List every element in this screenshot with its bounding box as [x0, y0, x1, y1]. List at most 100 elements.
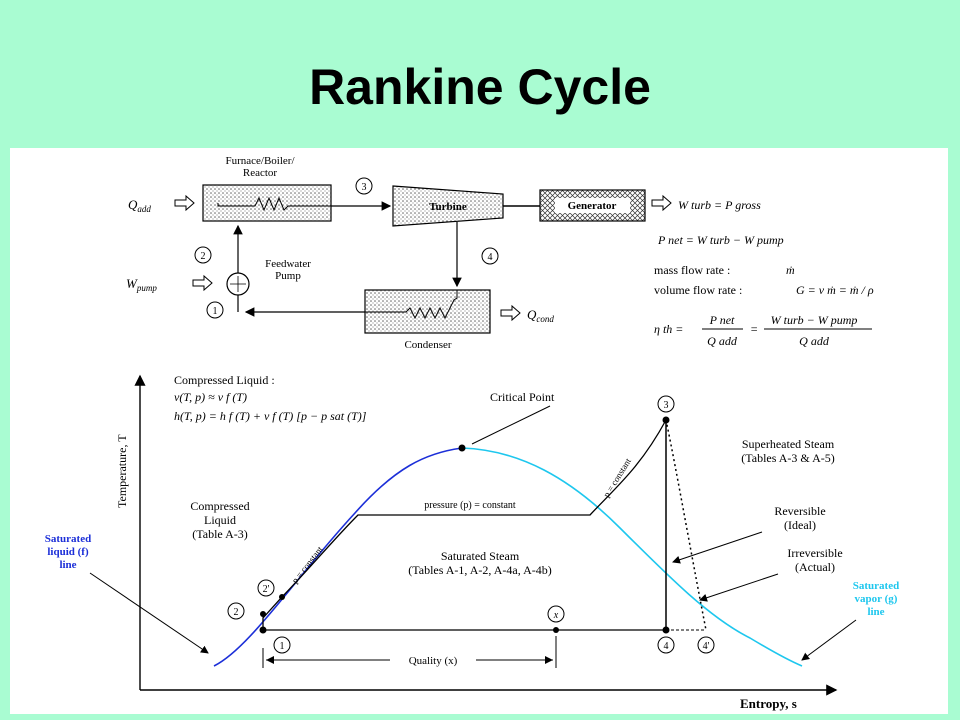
sat-vapor-line-label-3: line [867, 606, 884, 618]
quality-arrowhead-left-icon [266, 656, 274, 664]
compressed-liquid-region-2: Liquid [204, 513, 236, 527]
point-x-marker [547, 605, 565, 623]
superheated-steam-label-1: Superheated Steam [742, 437, 835, 451]
turbine-label: Turbine [429, 201, 467, 213]
irreversible-pointer [699, 573, 779, 602]
efficiency-frac2-num: W turb − W pump [771, 313, 858, 327]
efficiency-frac2-den: Q add [799, 334, 830, 348]
state-4-marker [481, 247, 499, 265]
equations: P net = W turb − W pump mass flow rate :… [654, 233, 874, 348]
pump-label-1: Feedwater [265, 258, 311, 270]
compressed-liquid-region-1: Compressed [190, 499, 249, 513]
state-3-label: 3 [362, 182, 367, 193]
point-3-label: 3 [664, 400, 669, 411]
reversible-pointer [672, 531, 763, 564]
critical-point-label: Critical Point [490, 390, 555, 404]
figure-svg: Furnace/Boiler/ Reactor Qadd 3 Turbine [45, 155, 899, 711]
irreversible-label-1: Irreversible [787, 546, 842, 560]
p-constant-left-label: p = constant [290, 544, 325, 585]
state-1-marker [206, 301, 224, 319]
pump-symbol-icon [230, 276, 246, 292]
q-cond-label: Qcond [527, 307, 554, 324]
sat-liquid-line-label-2: liquid (f) [47, 546, 89, 558]
compressed-liquid-eq1: v(T, p) ≈ v f (T) [174, 390, 247, 404]
cycle-path-ideal [262, 419, 667, 630]
pressure-constant-label: pressure (p) = constant [424, 500, 516, 511]
compressed-liquid-title: Compressed Liquid : [174, 373, 275, 387]
efficiency-equals: = [750, 322, 758, 336]
state-2-marker [194, 246, 212, 264]
critical-point-pointer [471, 405, 551, 445]
superheated-steam-label-2: (Tables A-3 & A-5) [741, 451, 834, 465]
reversible-label-1: Reversible [774, 504, 825, 518]
turbine-actual-line [665, 419, 707, 631]
point-2-label: 2 [234, 607, 239, 618]
generator-label: Generator [568, 200, 617, 212]
point-4p-label: 4' [703, 641, 710, 652]
boiler-label-2: Reactor [243, 167, 278, 179]
sat-vapor-pointer [801, 619, 857, 661]
sat-liquid-line-label-1: Saturated [45, 533, 91, 545]
point-1-dot [259, 626, 267, 634]
pump-label-2: Pump [275, 270, 301, 282]
point-1-marker [273, 636, 291, 654]
state-4-label: 4 [488, 252, 493, 263]
saturated-liquid-line [213, 447, 463, 667]
ts-diagram: Temperature, T Entropy, s Compressed Liq… [45, 373, 899, 711]
point-3-dot [662, 416, 670, 424]
p-net-equation: P net = W turb − W pump [657, 233, 784, 247]
point-4-marker [657, 636, 675, 654]
p-constant-right-label: p = constant [601, 456, 633, 499]
irreversible-label-2: (Actual) [795, 560, 835, 574]
w-pump-label: Wpump [126, 276, 157, 293]
point-4-dot [662, 626, 670, 634]
saturated-vapor-line [461, 447, 803, 667]
quality-label: Quality (x) [409, 655, 458, 667]
compressed-liquid-region-3: (Table A-3) [192, 527, 247, 541]
boiler-coil [217, 196, 331, 212]
volume-flow-equation: G = v ṁ = ṁ / ρ [796, 283, 874, 297]
point-2-marker [227, 602, 245, 620]
saturated-steam-label-1: Saturated Steam [441, 549, 520, 563]
turbine-shape [392, 185, 504, 227]
point-2p-label: 2' [263, 584, 270, 595]
x-axis-label: Entropy, s [740, 696, 797, 711]
state-1-label: 1 [213, 306, 218, 317]
mass-flow-label: mass flow rate : [654, 263, 730, 277]
efficiency-frac1-num: P net [709, 313, 735, 327]
efficiency-frac1-den: Q add [707, 334, 738, 348]
efficiency-lhs: η th = [654, 322, 683, 336]
point-x-label: x [553, 610, 559, 621]
w-turb-arrow-icon [651, 194, 672, 212]
w-pump-arrow-icon [192, 274, 213, 292]
quality-arrowhead-right-icon [545, 656, 553, 664]
volume-flow-label: volume flow rate : [654, 283, 742, 297]
sat-vapor-line-label-1: Saturated [853, 580, 899, 592]
mass-flow-symbol: ṁ [786, 263, 795, 277]
q-add-label: Qadd [128, 197, 151, 214]
point-2p-dot [279, 594, 285, 600]
w-turb-equation: W turb = P gross [678, 198, 761, 212]
state-2-label: 2 [201, 251, 206, 262]
reversible-label-2: (Ideal) [784, 518, 816, 532]
critical-point-marker [458, 444, 466, 452]
sat-liquid-line-label-3: line [59, 559, 76, 571]
condenser-label: Condenser [404, 339, 451, 351]
rankine-figure: Furnace/Boiler/ Reactor Qadd 3 Turbine [10, 148, 948, 714]
schematic: Furnace/Boiler/ Reactor Qadd 3 Turbine [126, 155, 761, 351]
point-2p-marker [257, 579, 275, 597]
boiler-label-1: Furnace/Boiler/ [225, 155, 295, 167]
point-2-dot [260, 611, 266, 617]
q-add-arrow-icon [174, 194, 195, 212]
saturated-steam-label-2: (Tables A-1, A-2, A-4a, A-4b) [408, 563, 551, 577]
compressed-liquid-eq2: h(T, p) = h f (T) + v f (T) [p − p sat (… [174, 409, 367, 423]
generator-label-bg [555, 198, 630, 213]
point-4p-marker [697, 636, 715, 654]
point-4-label: 4 [664, 641, 669, 652]
q-cond-arrow-icon [500, 304, 521, 322]
state-3-marker [355, 177, 373, 195]
sat-liquid-pointer [89, 572, 209, 654]
point-1-label: 1 [280, 641, 285, 652]
point-x-dot [553, 627, 559, 633]
